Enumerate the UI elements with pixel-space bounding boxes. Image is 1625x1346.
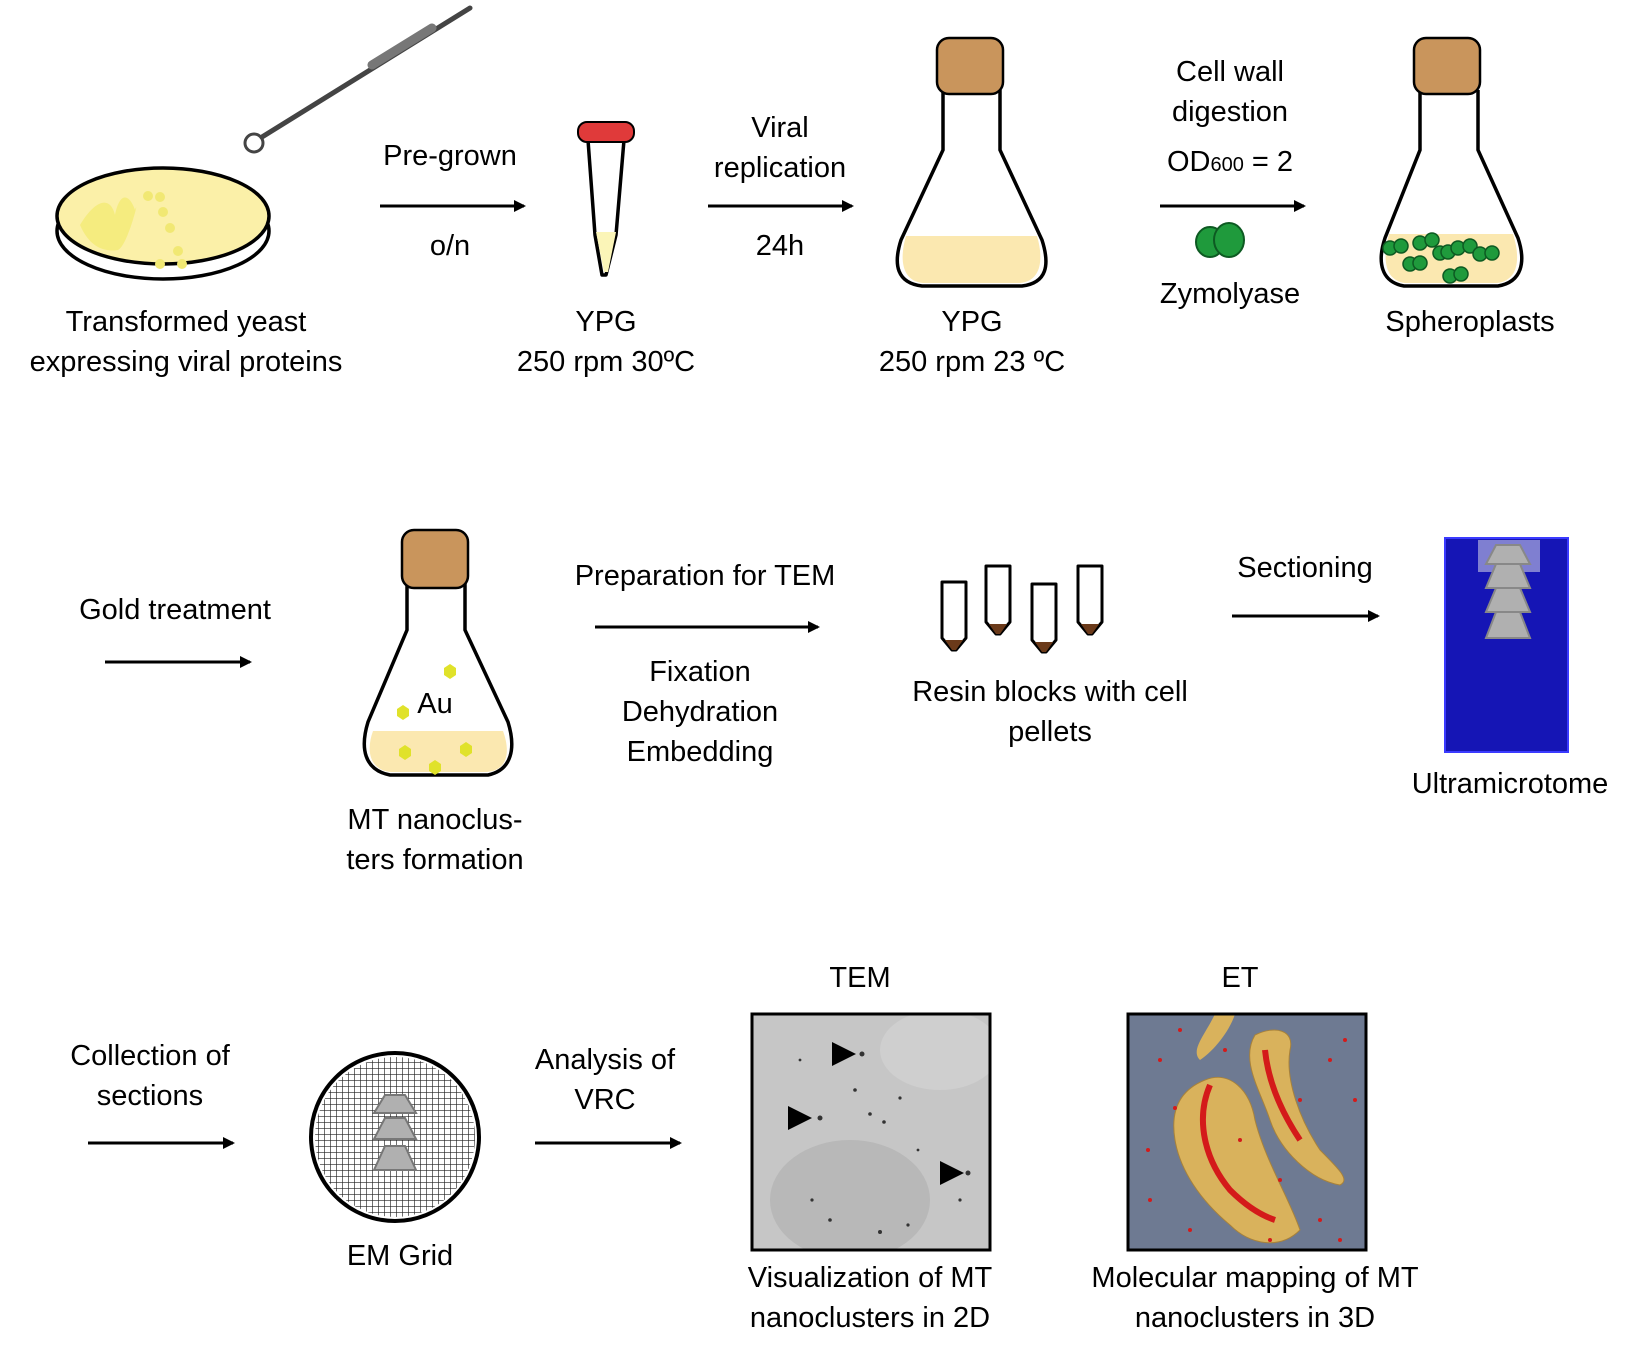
od-label: OD600 = 2 [1166,146,1294,178]
culture-tube-icon [577,121,635,277]
et-reconstruction [1126,1012,1368,1252]
flask-gold-icon [362,528,514,777]
em-grid-icon [309,1051,481,1223]
em-grid-caption: EM Grid [346,1240,454,1272]
arrow2-bottom-label: 24h [755,230,805,262]
petri-dish-icon [55,5,473,281]
au-label: Au [417,688,453,720]
tem-title: TEM [829,962,891,994]
preparation-tem-label: Preparation for TEM [574,560,836,592]
arrow3-bottom-label: Zymolyase [1159,278,1301,310]
gold-flask-caption: MT nanoclus-ters formation [346,804,524,876]
ultramicrotome-icon [1444,537,1569,753]
flask2-caption: Spheroplasts [1385,306,1555,338]
et-title: ET [1221,962,1259,994]
ultramicrotome-caption: Ultramicrotome [1411,768,1609,800]
arrow1-top-label: Pre-grown [383,140,517,172]
flask-culture-icon [895,36,1048,288]
arrow1-bottom-label: o/n [429,230,471,262]
gold-treatment-label: Gold treatment [79,594,271,626]
tem-micrograph [750,1012,992,1252]
resin-blocks-icon [940,564,1104,654]
sectioning-label: Sectioning [1237,552,1373,584]
zymolyase-icon [1195,222,1245,258]
flask-spheroplasts-icon [1379,36,1524,288]
